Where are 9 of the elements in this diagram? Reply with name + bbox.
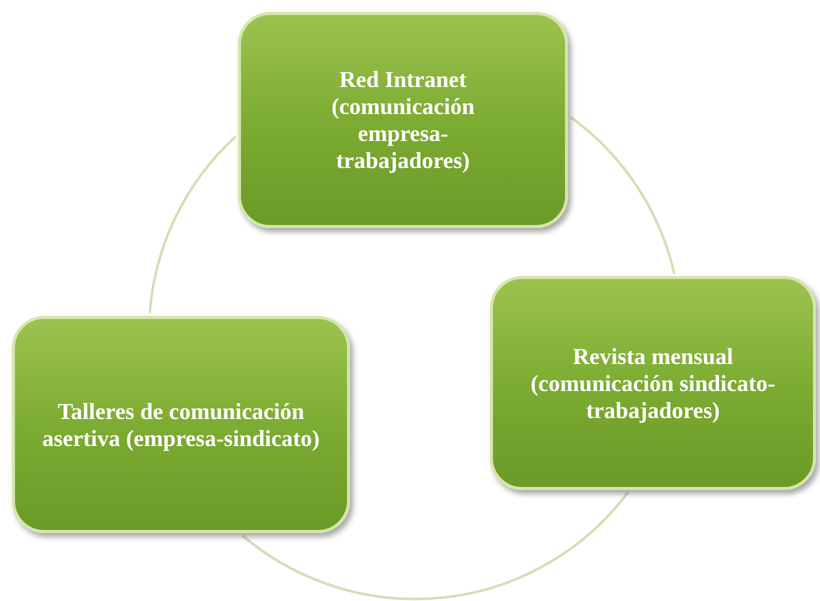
box-label: Red Intranet (comunicación empresa-trabajadores)	[330, 66, 476, 174]
connector-arc	[148, 136, 236, 314]
rounded-box	[238, 12, 568, 228]
connector-arc	[570, 116, 676, 274]
box-label: Revista mensual (comunicación sindicato-trabajadores)	[530, 342, 776, 424]
box-label: Talleres de comunicación asertiva (empresa-sindicato)	[41, 398, 321, 452]
rounded-box	[12, 316, 350, 533]
rounded-box	[490, 276, 816, 490]
connector-arc	[242, 491, 629, 600]
